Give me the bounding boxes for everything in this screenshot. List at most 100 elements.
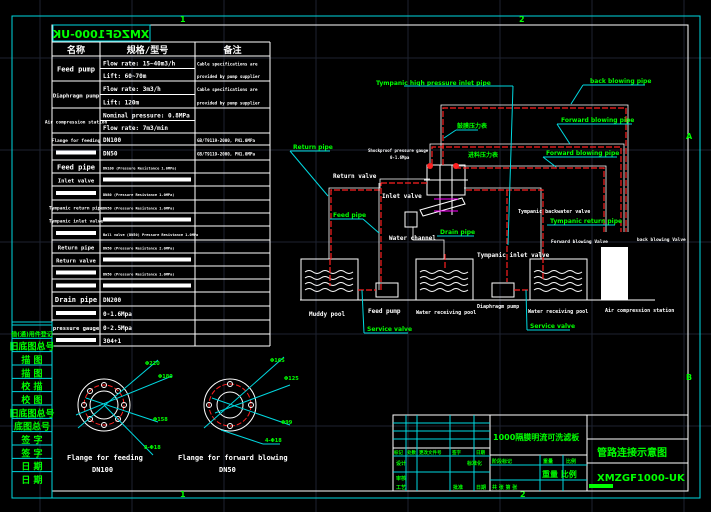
row-spec: 0-1.6Mpa (103, 311, 132, 318)
flange-callout: Φ180 (158, 374, 173, 380)
flange-size: DN100 (92, 466, 113, 474)
label-muddy-pool: Muddy pool (309, 311, 346, 318)
stage-label: 阶段标记 (492, 458, 512, 465)
row-note: GB/T9119-2000, PN1.0MPa (197, 138, 255, 143)
flange-size: DN50 (219, 466, 236, 474)
label-water-receiving-pool: Water receiving pool (528, 309, 588, 315)
label-tympanic-high-pressure-inlet-pipe: Tympanic high pressure inlet pipe (376, 80, 491, 87)
row-name: Feed pump (57, 66, 95, 74)
side-column-label: 签 字 (20, 434, 42, 446)
water-waves (304, 270, 583, 292)
row-name: Inlet valve (58, 179, 95, 185)
role-label: 审核 (396, 475, 406, 482)
role-label: 标准化 (466, 460, 482, 467)
row-name: Tympanic return pipe (49, 206, 103, 212)
pipes (328, 104, 629, 291)
row-spec: Lift: 60~70m (103, 73, 147, 80)
row-name: Diaphragm pump (53, 94, 100, 100)
title-block: 1000隔膜明流可洗滤板 管路连接示意图 XMZGF1000-UK 重量 比例 … (392, 414, 689, 492)
redacted-bar (56, 150, 96, 155)
label-drain-pipe: Drain pipe (440, 229, 475, 236)
row-name: Tympanic inlet valve (49, 219, 103, 225)
water-channel-symbol (404, 211, 418, 228)
product-name: 1000隔膜明流可洗滤板 (493, 432, 580, 442)
side-column-label: 日 期 (21, 474, 42, 486)
side-column-label: 校 图 (21, 394, 42, 406)
label-feed-pump: Feed pump (368, 308, 401, 315)
zone-label: 1 (180, 15, 186, 24)
row-note: Cable specifications are (197, 87, 258, 92)
outer-frame (11, 15, 701, 499)
side-column-label: 描 图 (21, 354, 42, 366)
table-header: 备注 (222, 44, 241, 56)
label-service-valve: Service valve (367, 326, 412, 333)
side-column-label: 借(通)用件登记 (10, 330, 53, 338)
label-forward-blowing-pipe: Forward blowing pipe (561, 117, 634, 124)
code-box (52, 24, 151, 42)
weight-scale: 重量 比例 (542, 469, 577, 479)
stage-label: 比例 (566, 458, 576, 465)
redacted-bar (56, 231, 96, 235)
label-diaphragm-pump: Diaphragm pump (477, 304, 519, 310)
zone-label: B (686, 373, 692, 382)
flange-callout: Φ99 (281, 420, 293, 426)
label-air-compression-station: Air compression station (605, 308, 674, 314)
flange-callout: Φ125 (284, 376, 299, 382)
flange-callout: Φ220 (145, 361, 160, 367)
zone-label: 2 (519, 15, 525, 24)
parts-table: 名称规格/型号备注Feed pumpFlow rate: 15~40m3/hLi… (45, 41, 271, 347)
zone-label: 1 (180, 490, 186, 499)
row-spec: Lift: 120m (103, 99, 140, 106)
sheet-number: 共 张 第 张 (492, 484, 518, 491)
redacted-bar (103, 257, 191, 262)
flange-title: Flange for forward blowing (178, 454, 288, 462)
redacted-bar (56, 338, 96, 342)
label-forward-blowing-pipe: Forward blowing pipe (546, 150, 619, 157)
side-column-label: 签 字 (20, 447, 42, 459)
side-column-label: 校 描 (21, 381, 42, 393)
row-name: Return pipe (58, 246, 95, 252)
row-spec: DN200 (103, 297, 121, 304)
flange-callout: 4-Φ18 (265, 438, 282, 444)
row-note: GB/T9119-2000, PN1.0MPa (197, 152, 255, 157)
code-underline (589, 484, 613, 488)
drawing-code: XMZGF1000-UK (597, 473, 686, 484)
row-spec: DN50 (Pressure Resistance 1.0MPa) (103, 207, 174, 211)
side-column-label: 底图总号 (14, 421, 50, 433)
label-service-valve: Service valve (530, 323, 575, 330)
side-column-label: 描 图 (21, 367, 42, 379)
redacted-bar (56, 311, 96, 315)
side-column-label: 日 期 (21, 461, 42, 473)
row-spec: 304+1 (103, 338, 121, 345)
row-spec: Ball valve (DN50) Pressure Resistance 1.… (103, 233, 198, 237)
table-header: 规格/型号 (127, 44, 168, 56)
redacted-bar (56, 191, 96, 195)
row-spec: DN80 (Pressure Resistance 1.0MPa) (103, 193, 174, 197)
diaphragm-pump-symbol (491, 282, 515, 298)
label-return-valve: Return valve (333, 173, 377, 180)
flange-forward-blowing: Φ165 Φ125 Φ99 4-Φ18 Flange for forward b… (178, 356, 299, 474)
label-pressure-gauge: Shockproof pressure gauge (368, 148, 429, 153)
row-name: Flange for feeding (52, 138, 101, 144)
zone-label: 2 (520, 490, 526, 499)
redacted-bar (103, 177, 191, 182)
side-column-label: 旧底图总号 (9, 341, 54, 353)
row-spec: Nominal pressure: 0.8MPa (103, 112, 190, 119)
redacted-bar (103, 283, 191, 288)
redacted-bar (56, 283, 96, 288)
row-spec: 0-2.5Mpa (103, 325, 132, 332)
flange-callout: Φ165 (270, 358, 285, 364)
revision-header: 签字 (451, 449, 461, 456)
stage-label: 重量 (543, 458, 553, 465)
row-spec: Flow rate: 3m3/h (103, 86, 161, 93)
revision-header: 处数 (406, 449, 416, 456)
role-label: 日期 (476, 484, 486, 491)
label-tympanic-inlet-valve: Tympanic inlet valve (477, 252, 550, 259)
label-gauge-cn: 鼓膜压力表 (457, 122, 488, 130)
zone-label: A (686, 132, 693, 141)
label-water-receiving-pool: Water receiving pool (416, 310, 476, 316)
flange-callout: 8-Φ18 (144, 445, 161, 451)
row-name: Return valve (56, 259, 96, 265)
